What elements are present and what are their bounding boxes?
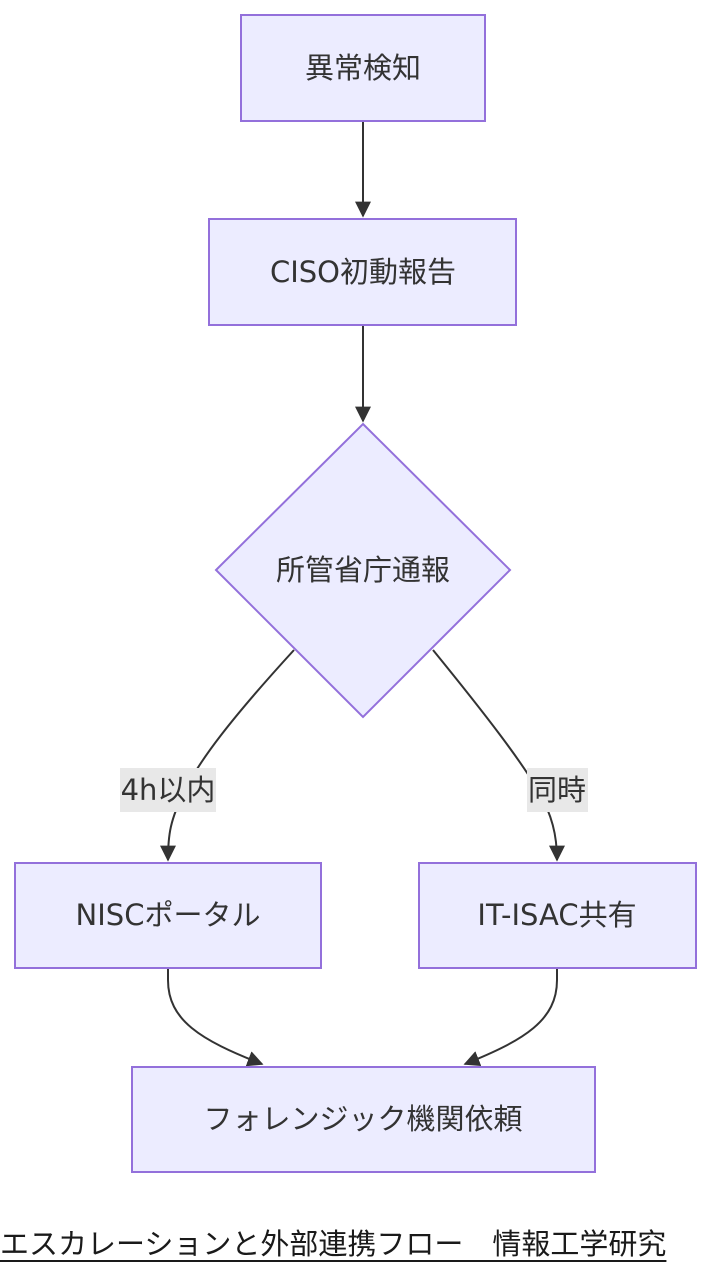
edge-nisc-to-forensic bbox=[167, 968, 264, 1067]
node-ciso-label: CISO初動報告 bbox=[270, 255, 456, 289]
escalation-flowchart: 4h以内 同時 異常検知 CISO初動報告 所管省庁通報 NISCポータル IT… bbox=[14, 14, 697, 1173]
edge-label-simultaneous: 同時 bbox=[527, 768, 588, 812]
edge-notify-to-nisc bbox=[160, 649, 295, 862]
node-notify-label: 所管省庁通報 bbox=[276, 553, 450, 587]
edge-label-within-4h-text: 4h以内 bbox=[121, 773, 216, 807]
edge-label-within-4h: 4h以内 bbox=[120, 768, 216, 812]
node-isac: IT-ISAC共有 bbox=[418, 862, 697, 969]
edge-label-simultaneous-text: 同時 bbox=[528, 773, 586, 807]
edge-isac-to-forensic bbox=[463, 968, 558, 1067]
node-detect: 異常検知 bbox=[240, 14, 486, 122]
node-isac-label: IT-ISAC共有 bbox=[477, 898, 636, 932]
node-detect-label: 異常検知 bbox=[305, 51, 421, 85]
node-nisc: NISCポータル bbox=[14, 862, 322, 969]
node-nisc-label: NISCポータル bbox=[76, 898, 261, 932]
node-ciso: CISO初動報告 bbox=[208, 218, 517, 326]
node-notify-decision: 所管省庁通報 bbox=[214, 422, 512, 719]
node-forensic: フォレンジック機関依頼 bbox=[131, 1066, 596, 1173]
figure-caption: エスカレーションと外部連携フロー 情報工学研究 bbox=[0, 1227, 667, 1261]
edge-notify-to-isac bbox=[432, 649, 565, 862]
node-forensic-label: フォレンジック機関依頼 bbox=[203, 1102, 522, 1136]
